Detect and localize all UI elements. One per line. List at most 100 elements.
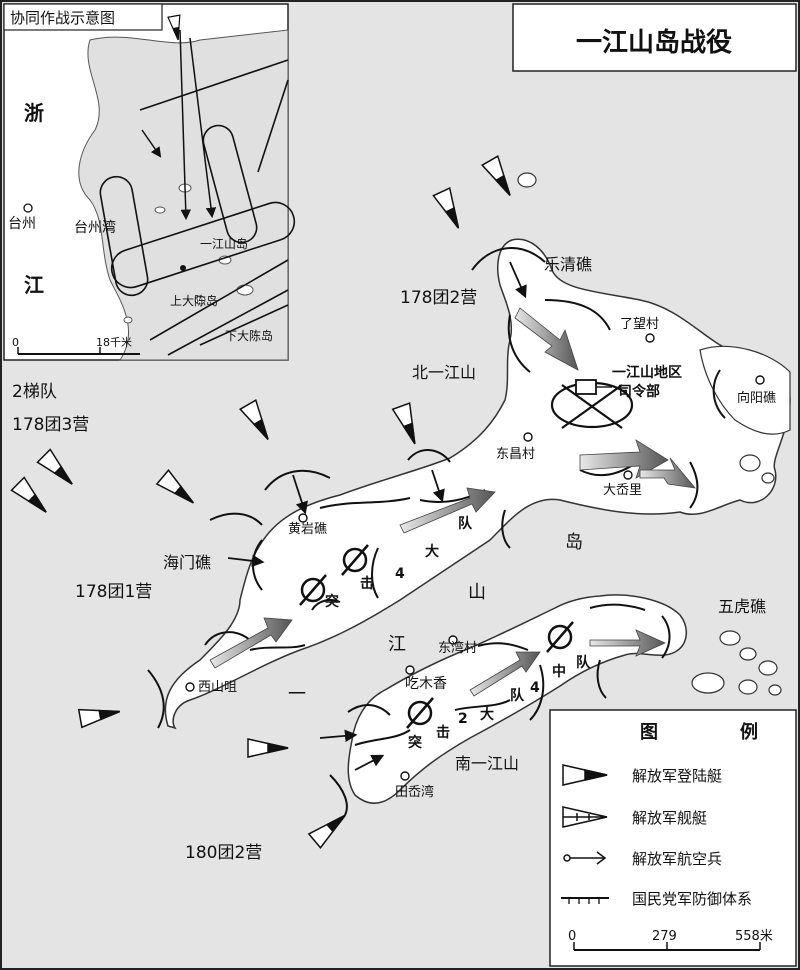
label-180-2: 180团2营 bbox=[185, 843, 262, 863]
landing-craft-icon bbox=[247, 738, 289, 758]
label-daxiangli: 大岙里 bbox=[603, 483, 642, 498]
inset-scale-max: 18千米 bbox=[96, 336, 132, 349]
legend-scale-279: 279 bbox=[652, 929, 677, 944]
inset-scale-zero: 0 bbox=[12, 336, 19, 349]
assault-arrow-north bbox=[399, 487, 496, 534]
island-char-1: 一 bbox=[288, 684, 306, 705]
assault-arrow-southeast bbox=[589, 629, 666, 657]
defense-line-icon bbox=[561, 897, 609, 904]
island-char-3: 山 bbox=[468, 582, 486, 603]
legend-scale-0: 0 bbox=[568, 929, 576, 944]
svg-text:队: 队 bbox=[510, 687, 525, 704]
landing-craft-icon bbox=[391, 402, 416, 445]
label-echelon-2: 2梯队 bbox=[12, 382, 57, 402]
label-dongchang: 东昌村 bbox=[496, 447, 535, 462]
label-huangyan-reef: 黄岩礁 bbox=[288, 521, 327, 537]
legend: 图 例 解放军登陆艇 解放军舰艇 解放军航空兵 国民党军防御体系 0 279 5… bbox=[549, 709, 797, 967]
islets bbox=[517, 172, 782, 696]
hq-label-line1: 一江山地区 bbox=[612, 364, 682, 381]
svg-text:4: 4 bbox=[395, 566, 405, 582]
place-dots bbox=[185, 333, 765, 781]
assault-arrows bbox=[209, 307, 696, 697]
landing-craft-icon bbox=[155, 469, 194, 504]
legend-label-air-force: 解放军航空兵 bbox=[632, 850, 722, 868]
landing-craft-icon bbox=[307, 814, 346, 849]
label-chimuxiang: 吃木香 bbox=[405, 676, 447, 692]
legend-label-landing-craft: 解放军登陆艇 bbox=[632, 767, 722, 785]
landing-craft-icon bbox=[239, 399, 269, 440]
label-dongwan: 东湾村 bbox=[438, 640, 477, 656]
landing-craft-icon bbox=[481, 155, 511, 196]
svg-text:击: 击 bbox=[436, 724, 450, 741]
label-178-3: 178团3营 bbox=[12, 415, 89, 435]
inset-label-zhe: 浙 bbox=[24, 101, 44, 125]
legend-title-1: 图 bbox=[640, 722, 658, 743]
air-force-icon bbox=[563, 851, 607, 865]
inset-label-jiang: 江 bbox=[24, 273, 44, 297]
unit-labels: 178团2营 2梯队 178团3营 178团1营 180团2营 bbox=[12, 288, 477, 863]
svg-text:击: 击 bbox=[360, 575, 374, 592]
assault-marks bbox=[299, 544, 574, 729]
svg-text:中: 中 bbox=[552, 663, 566, 680]
label-178-1: 178团1营 bbox=[75, 582, 152, 602]
map-title: 一江山岛战役 bbox=[576, 27, 732, 58]
inset-label-xia-dachen: 下大陈岛 bbox=[225, 328, 273, 343]
label-leqing-reef: 乐清礁 bbox=[544, 255, 592, 274]
svg-text:队: 队 bbox=[458, 515, 473, 532]
label-xiangyang-reef: 向阳礁 bbox=[737, 390, 776, 406]
label-liaowang: 了望村 bbox=[620, 316, 659, 332]
landing-craft-icon bbox=[36, 448, 73, 485]
xiangyang-lobe bbox=[699, 345, 791, 435]
legend-label-defense-line: 国民党军防御体系 bbox=[632, 890, 752, 908]
hq-symbol bbox=[550, 379, 634, 429]
inset-label-taizhou: 台州 bbox=[8, 216, 36, 232]
assault-arrow-east bbox=[579, 439, 669, 479]
legend-title-2: 例 bbox=[740, 721, 758, 743]
landing-craft-group bbox=[10, 155, 511, 849]
svg-text:突: 突 bbox=[408, 734, 422, 751]
landing-craft-icon bbox=[10, 476, 47, 513]
inset-label-shang-dachen: 上大陈岛 bbox=[170, 293, 218, 308]
hq-label-line2: 司令部 bbox=[618, 383, 660, 400]
naval-ship-icon bbox=[562, 806, 608, 828]
landing-craft-icon bbox=[562, 764, 608, 786]
assault-arrow-daxiangli bbox=[639, 457, 696, 489]
svg-text:4: 4 bbox=[530, 680, 540, 696]
island-char-2: 江 bbox=[388, 634, 406, 655]
legend-scale-558: 558米 bbox=[735, 929, 773, 944]
south-assault-labels: 突 击 2 大 队 4 中 队 bbox=[408, 654, 591, 751]
legend-label-naval-ship: 解放军舰艇 bbox=[632, 809, 707, 827]
svg-text:突: 突 bbox=[325, 593, 339, 610]
label-nan-yijiangshan: 南一江山 bbox=[455, 754, 519, 773]
assault-arrow-west bbox=[209, 617, 293, 669]
label-bei-yijiangshan: 北一江山 bbox=[412, 363, 476, 382]
legend-scale-bar bbox=[573, 942, 761, 951]
label-xishan-tou: 西山咀 bbox=[198, 680, 237, 695]
island-char-4: 岛 bbox=[565, 532, 583, 553]
hq-label: 一江山地区 司令部 bbox=[612, 364, 682, 400]
title-box bbox=[512, 3, 797, 72]
inset-title: 协同作战示意图 bbox=[10, 9, 115, 27]
assault-arrow-hq bbox=[514, 307, 579, 371]
svg-text:大: 大 bbox=[425, 543, 439, 560]
south-yijiangshan-island bbox=[347, 594, 687, 804]
label-178-2: 178团2营 bbox=[400, 288, 477, 308]
label-tianxiang-wan: 田岙湾 bbox=[395, 784, 434, 800]
defense-arcs bbox=[147, 512, 348, 816]
inset-map: 协同作战示意图 浙 江 台州 台州湾 一江山岛 上大陈岛 下大陈岛 0 18千米 bbox=[3, 3, 296, 361]
landing-routes bbox=[227, 261, 527, 771]
label-haimen-reef: 海门礁 bbox=[163, 553, 211, 572]
assault-arrow-south bbox=[469, 651, 541, 697]
label-wuhu-reef: 五虎礁 bbox=[718, 597, 766, 616]
landing-craft-icon bbox=[77, 708, 120, 729]
landing-craft-icon bbox=[432, 186, 460, 229]
inset-label-yijiangshan: 一江山岛 bbox=[200, 236, 248, 251]
north-assault-labels: 突 击 4 大 队 bbox=[325, 515, 473, 610]
svg-text:2: 2 bbox=[458, 711, 468, 727]
svg-text:队: 队 bbox=[576, 654, 591, 671]
map-labels: 乐清礁 了望村 向阳礁 东昌村 大岙里 北一江山 黄岩礁 海门礁 西山咀 东湾村… bbox=[163, 255, 776, 800]
svg-text:大: 大 bbox=[480, 706, 494, 723]
inset-label-taizhou-bay: 台州湾 bbox=[74, 219, 116, 236]
